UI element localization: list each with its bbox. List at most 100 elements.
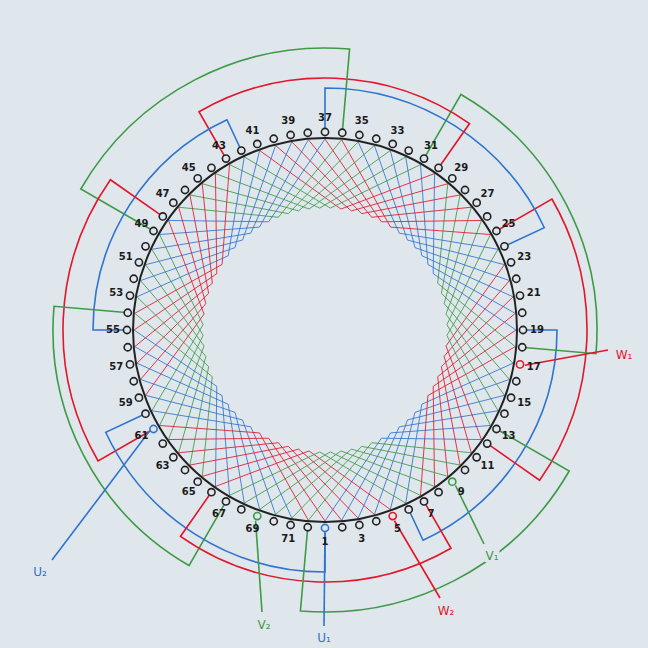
terminal-label: U₂ [32, 566, 48, 578]
slot-number: 53 [108, 288, 124, 298]
slot [484, 213, 491, 220]
slot-number: 5 [393, 524, 402, 534]
slot [254, 512, 261, 519]
slot [304, 524, 311, 531]
slot-number: 1 [321, 537, 330, 547]
slot [389, 140, 396, 147]
slot [449, 478, 456, 485]
end-connection [199, 78, 470, 166]
slot [516, 361, 523, 368]
slot [373, 518, 380, 525]
slot-number: 41 [245, 126, 261, 136]
coil-side [308, 443, 471, 521]
slot [238, 147, 245, 154]
slot-number: 43 [211, 141, 227, 151]
slot-number: 55 [105, 325, 121, 335]
slot [159, 213, 166, 220]
slot [304, 129, 311, 136]
slot [501, 243, 508, 250]
slot [270, 135, 277, 142]
slot-number: 17 [526, 362, 542, 372]
slot [130, 378, 137, 385]
slot [170, 199, 177, 206]
slot [513, 275, 520, 282]
slot [142, 243, 149, 250]
slot [493, 425, 500, 432]
slot-number: 69 [245, 524, 261, 534]
slot-number: 19 [529, 325, 545, 335]
slot-number: 47 [155, 189, 171, 199]
slot [150, 425, 157, 432]
slot [181, 466, 188, 473]
coil-side [215, 151, 390, 210]
end-connection [489, 199, 587, 480]
slot-number: 39 [280, 116, 296, 126]
slot [130, 275, 137, 282]
slot [194, 175, 201, 182]
terminal-label: W₂ [437, 605, 456, 617]
slot [516, 292, 523, 299]
slot-number: 9 [457, 487, 466, 497]
coil-side [276, 449, 448, 514]
slot-number: 29 [453, 163, 469, 173]
slot [507, 394, 514, 401]
end-connection [93, 120, 240, 330]
coil-side [292, 446, 460, 518]
slot-number: 61 [133, 431, 149, 441]
slot-number: 67 [211, 509, 227, 519]
slot-number: 37 [317, 113, 333, 123]
slot-number: 27 [479, 189, 495, 199]
slot [287, 521, 294, 528]
slot [461, 186, 468, 193]
slot [126, 361, 133, 368]
slot [222, 155, 229, 162]
slot-number: 31 [423, 141, 439, 151]
slot [170, 454, 177, 461]
lead-wire [455, 486, 484, 544]
slot [405, 506, 412, 513]
end-connection [180, 494, 451, 582]
slot-number: 21 [526, 288, 542, 298]
slot [389, 512, 396, 519]
slot [181, 186, 188, 193]
slot [420, 155, 427, 162]
slot-number: 57 [108, 362, 124, 372]
slot [126, 292, 133, 299]
slot [194, 478, 201, 485]
slot-number: 35 [354, 116, 370, 126]
terminal-label: V₁ [484, 550, 499, 562]
terminal-label: V₂ [256, 619, 271, 631]
slot-number: 13 [501, 431, 517, 441]
end-connection [81, 48, 350, 230]
lead-wire [52, 432, 149, 561]
coil-side [438, 184, 516, 347]
slot [356, 521, 363, 528]
slot [123, 326, 130, 333]
slot [449, 175, 456, 182]
slot [270, 518, 277, 525]
slot [484, 440, 491, 447]
slot-number: 63 [155, 461, 171, 471]
slot [473, 199, 480, 206]
slot [238, 506, 245, 513]
coil-side [260, 451, 435, 510]
slot [150, 227, 157, 234]
end-connection [410, 330, 557, 540]
slot-number: 3 [357, 534, 366, 544]
coil-side [146, 265, 205, 440]
slot-number: 25 [501, 219, 517, 229]
slot-number: 71 [280, 534, 296, 544]
slot-number: 15 [516, 398, 532, 408]
coil-side [179, 140, 342, 218]
lead-wire [394, 521, 440, 598]
end-connection [63, 180, 161, 461]
slot [507, 259, 514, 266]
slot [356, 131, 363, 138]
slot-number: 45 [181, 163, 197, 173]
slot-number: 33 [390, 126, 406, 136]
slot [339, 129, 346, 136]
slot [208, 164, 215, 171]
slot [339, 524, 346, 531]
terminal-label: W₁ [615, 349, 634, 361]
